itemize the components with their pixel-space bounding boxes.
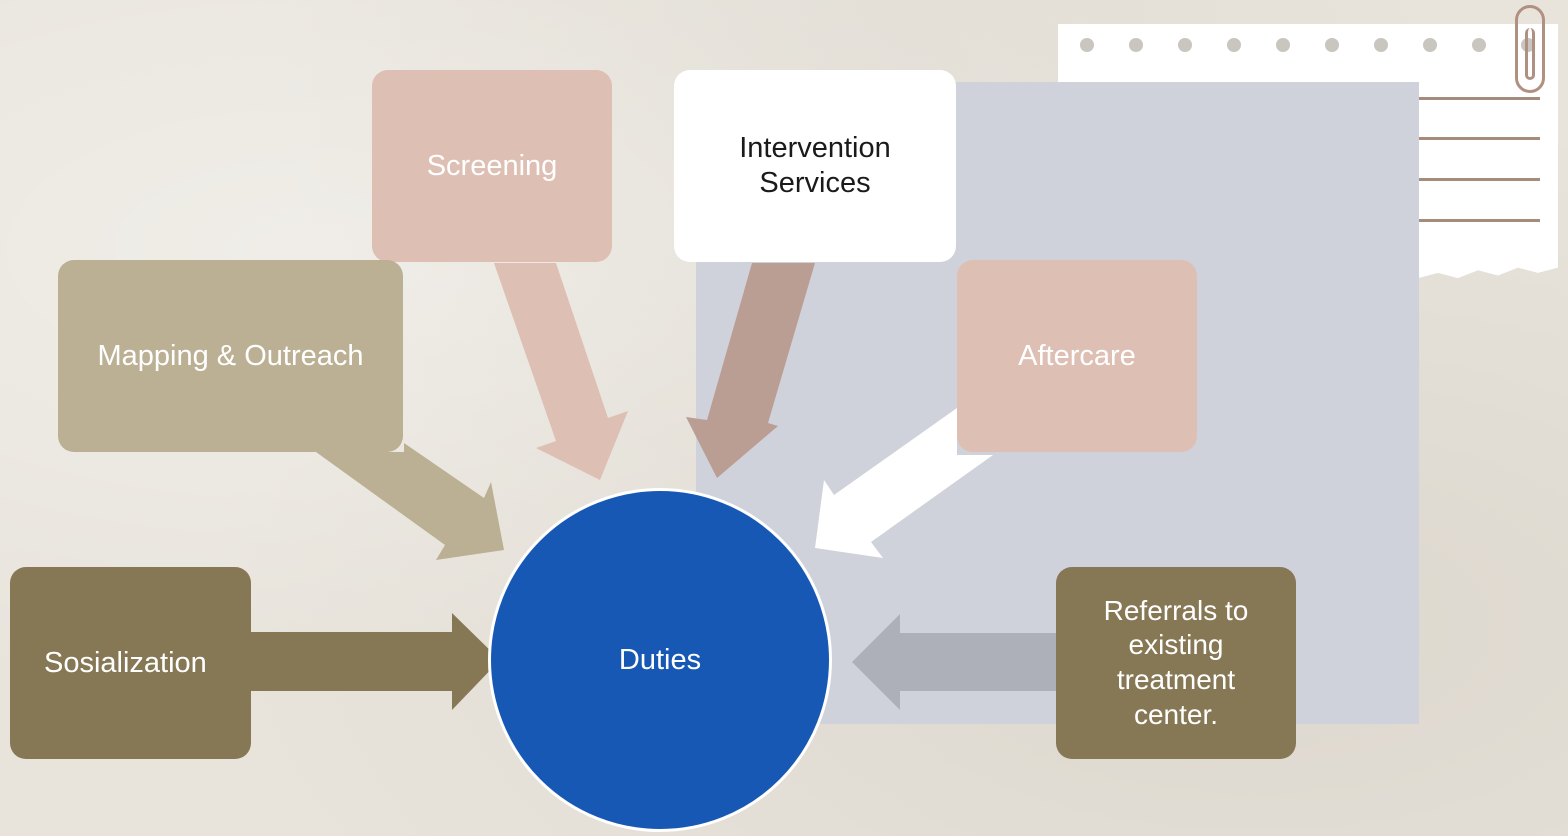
center-node-duties: Duties — [488, 488, 832, 832]
notepad-hole — [1325, 38, 1339, 52]
notepad-hole — [1423, 38, 1437, 52]
notepad-line — [1418, 137, 1540, 140]
node-mapping-outreach: Mapping & Outreach — [58, 260, 403, 452]
node-aftercare-label: Aftercare — [1018, 339, 1136, 372]
notepad-hole — [1472, 38, 1486, 52]
notepad-hole — [1080, 38, 1094, 52]
notepad-line — [1418, 178, 1540, 181]
node-referrals-label: Referrals to existing treatment center. — [1103, 594, 1249, 730]
paperclip-icon — [1515, 5, 1545, 93]
notepad-hole — [1374, 38, 1388, 52]
node-screening: Screening — [372, 70, 612, 262]
notepad-hole — [1227, 38, 1241, 52]
notepad-hole — [1521, 38, 1535, 52]
node-referrals: Referrals to existing treatment center. — [1056, 567, 1296, 759]
notepad-hole — [1129, 38, 1143, 52]
node-screening-label: Screening — [426, 149, 558, 182]
notepad-hole — [1276, 38, 1290, 52]
center-node-label: Duties — [618, 643, 702, 676]
node-sosialization-label: Sosialization — [44, 646, 207, 679]
node-mapping-outreach-label: Mapping & Outreach — [97, 339, 364, 372]
node-aftercare: Aftercare — [957, 260, 1197, 452]
node-sosialization: Sosialization — [10, 567, 251, 759]
node-intervention-services: Intervention Services — [674, 70, 956, 262]
notepad-hole — [1178, 38, 1192, 52]
node-intervention-services-label: Intervention Services — [739, 132, 891, 199]
notepad-line — [1418, 97, 1540, 100]
notepad-line — [1418, 219, 1540, 222]
